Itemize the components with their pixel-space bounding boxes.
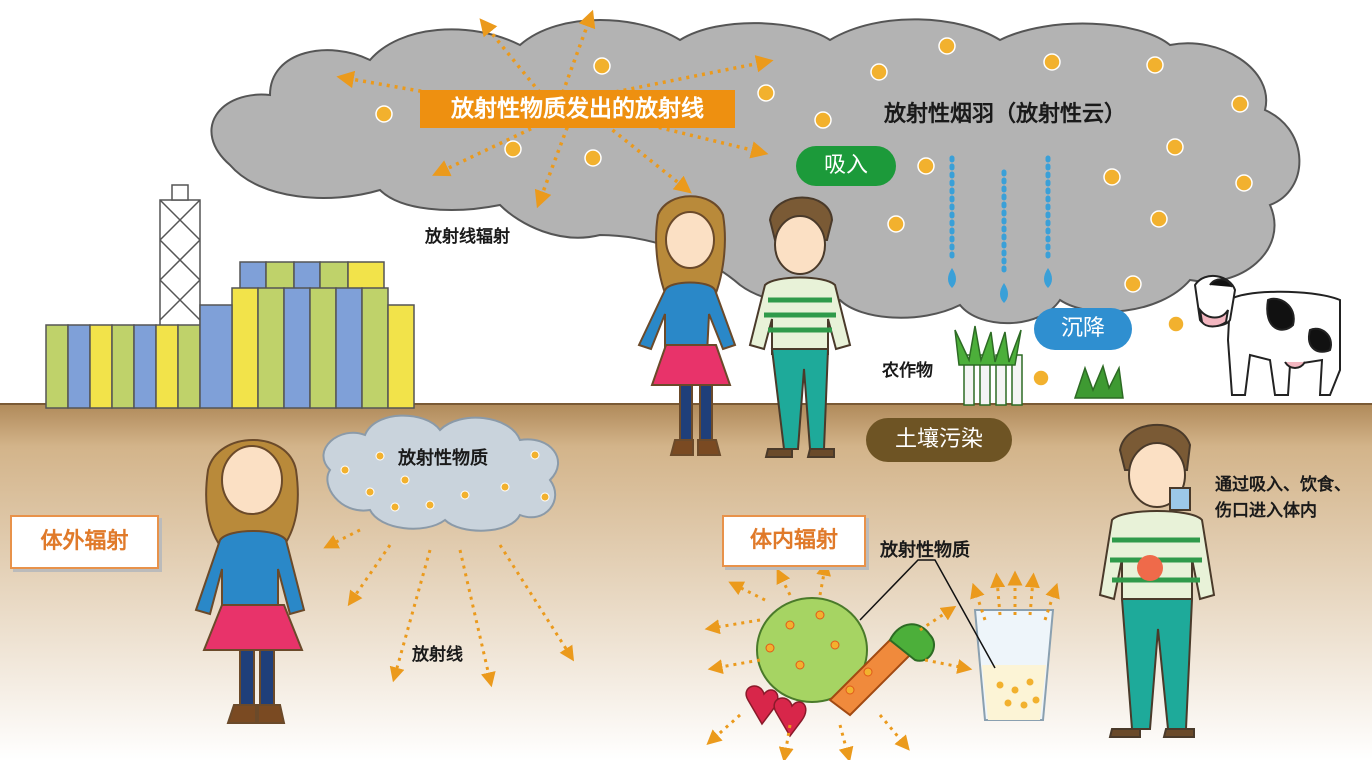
girl-top-illustration <box>637 195 737 456</box>
cup-radiation-rays <box>970 570 1060 621</box>
ground-radiation-cloud <box>322 414 560 532</box>
vegetable-radiation-rays <box>704 560 973 760</box>
radiation-label: 放射线 <box>412 645 463 665</box>
nuclear-plant <box>45 184 415 409</box>
intake-label-line2: 伤口进入体内 <box>1215 501 1317 521</box>
water-cup-illustration <box>973 609 1055 721</box>
vegetables-illustration <box>745 597 935 738</box>
fallout-pill: 沉降 <box>1034 308 1132 350</box>
external-radiation-box: 体外辐射 <box>10 515 159 569</box>
boy-drinking-illustration <box>1098 423 1216 738</box>
crops-illustration <box>954 325 1124 406</box>
intake-label-line1: 通过吸入、饮食、 <box>1215 475 1351 495</box>
ground-cloud-material-label: 放射性物质 <box>398 448 488 469</box>
crops-label: 农作物 <box>882 361 933 381</box>
soil-contamination-pill: 土壤污染 <box>866 418 1012 462</box>
internal-material-label: 放射性物质 <box>880 540 970 561</box>
plume-label: 放射性烟羽（放射性云） <box>884 102 1127 127</box>
inhale-pill: 吸入 <box>796 146 896 186</box>
girl-bottom-illustration <box>194 439 306 724</box>
fallout-drops <box>948 155 1052 303</box>
radiation-exposure-label: 放射线辐射 <box>425 227 510 247</box>
internal-radiation-box: 体内辐射 <box>722 515 866 567</box>
external-radiation-rays <box>323 528 575 688</box>
cow-illustration <box>1193 275 1341 396</box>
cloud-rays-banner: 放射性物质发出的放射线 <box>420 90 735 128</box>
callout-lines <box>859 559 996 669</box>
boy-top-illustration <box>748 196 852 458</box>
cloud-particles <box>375 37 1253 387</box>
